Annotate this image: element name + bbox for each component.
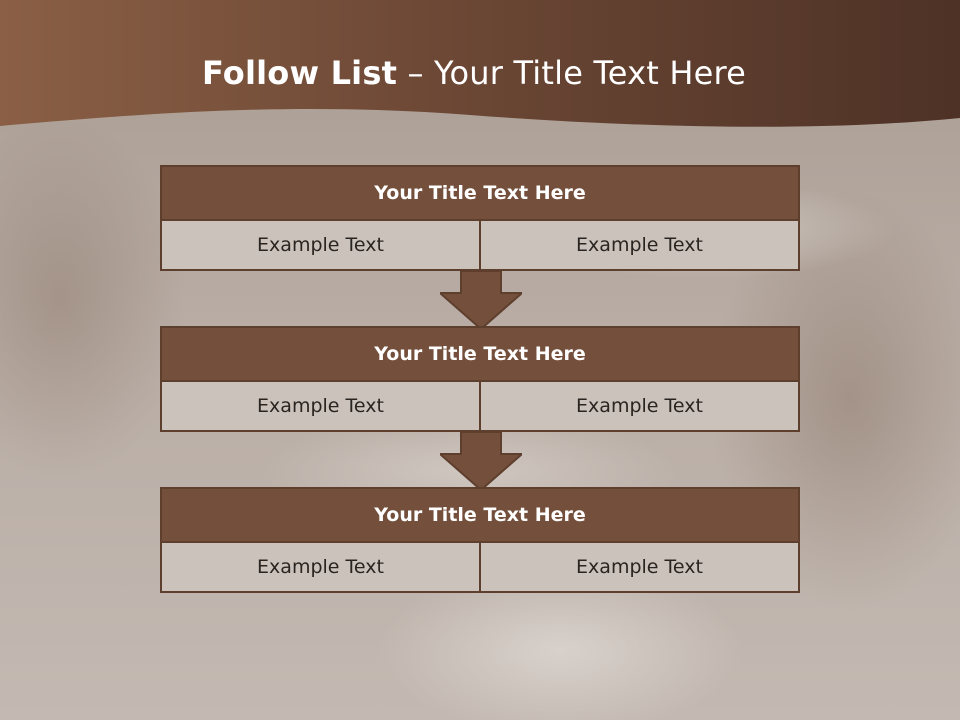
header-banner xyxy=(0,0,960,127)
block-row: Example Text Example Text xyxy=(160,543,800,593)
follow-block-3: Your Title Text Here Example Text Exampl… xyxy=(160,487,800,593)
block-title: Your Title Text Here xyxy=(160,326,800,382)
block-cell-right: Example Text xyxy=(481,543,800,593)
slide-title-rest: – Your Title Text Here xyxy=(397,54,747,92)
follow-block-2: Your Title Text Here Example Text Exampl… xyxy=(160,326,800,432)
slide-title: Follow List – Your Title Text Here xyxy=(202,54,746,92)
down-arrow-icon xyxy=(440,271,522,329)
block-cell-left: Example Text xyxy=(160,543,481,593)
slide-title-bold: Follow List xyxy=(202,54,398,92)
block-row: Example Text Example Text xyxy=(160,382,800,432)
follow-block-1: Your Title Text Here Example Text Exampl… xyxy=(160,165,800,271)
block-cell-left: Example Text xyxy=(160,221,481,271)
block-cell-right: Example Text xyxy=(481,382,800,432)
block-title: Your Title Text Here xyxy=(160,487,800,543)
block-title: Your Title Text Here xyxy=(160,165,800,221)
block-cell-right: Example Text xyxy=(481,221,800,271)
block-row: Example Text Example Text xyxy=(160,221,800,271)
block-cell-left: Example Text xyxy=(160,382,481,432)
down-arrow-icon xyxy=(440,432,522,490)
